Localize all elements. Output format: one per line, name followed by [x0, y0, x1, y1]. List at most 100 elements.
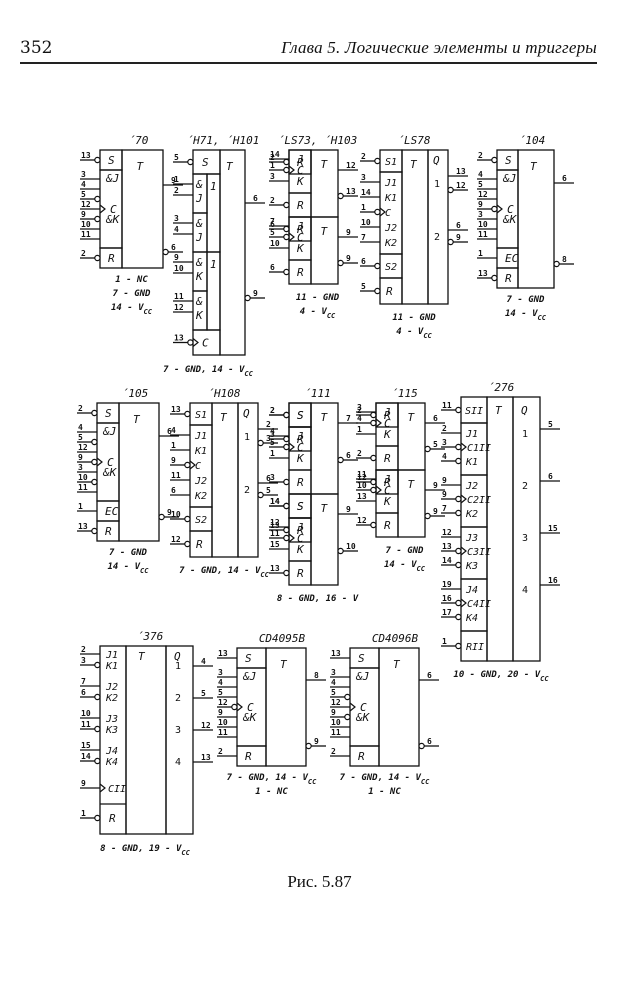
inversion-bubble-icon	[370, 521, 377, 529]
section-label: &J	[355, 670, 369, 683]
inversion-bubble-icon	[283, 526, 290, 534]
inversion-bubble-icon	[257, 439, 264, 447]
section-label: C	[297, 532, 304, 545]
clock-triangle-icon	[99, 783, 106, 793]
inversion-bubble-icon	[244, 294, 251, 302]
pin-number: 1	[357, 425, 362, 434]
pin-number: 3	[331, 668, 336, 677]
clock-triangle-icon	[96, 457, 103, 467]
pin-note: 7 - GND	[386, 546, 425, 556]
pin-number: 10	[357, 481, 367, 490]
core-block	[219, 149, 246, 356]
pin-number: 12	[171, 535, 181, 544]
section-label: K	[296, 543, 305, 556]
inversion-bubble-icon	[424, 445, 431, 453]
q-row: 4	[175, 757, 181, 768]
chip-title: CD4095B	[259, 632, 306, 645]
section-label: R	[384, 476, 391, 489]
pin-number: 9	[171, 456, 176, 465]
section-label: J	[383, 406, 391, 419]
section-label: R	[108, 252, 115, 265]
section-label: &J	[105, 172, 119, 185]
inversion-bubble-icon	[283, 443, 290, 451]
section-label: S	[297, 500, 304, 513]
pin-number: 10	[174, 264, 184, 273]
pin-number: 2	[357, 449, 362, 458]
inversion-bubble-icon	[370, 478, 377, 486]
pin-number: 13	[357, 492, 367, 501]
inversion-bubble-icon	[455, 599, 462, 607]
pin-number: 16	[442, 594, 452, 603]
clock-triangle-icon	[460, 546, 467, 556]
inversion-bubble-icon	[184, 461, 191, 469]
pin-number: 3	[442, 438, 447, 447]
pin-note: 4 - VCC	[300, 307, 336, 320]
core-block	[517, 149, 555, 289]
chip-title: ´276	[488, 381, 515, 394]
pin-note: 1 - NC	[115, 275, 148, 285]
section-label: S	[505, 154, 512, 167]
core-block	[401, 149, 429, 305]
inversion-bubble-icon	[283, 478, 290, 486]
pin-number: 12	[201, 721, 211, 730]
section-label: R	[386, 285, 393, 298]
pin-number: 1	[171, 441, 176, 450]
pin-number: 9	[174, 253, 179, 262]
pin-number: 2	[357, 406, 362, 415]
section-label: R	[384, 519, 391, 532]
pin-number: 7	[361, 233, 366, 242]
chip-title: ´H108	[207, 387, 240, 400]
pin-note: 4 - VCC	[396, 327, 432, 340]
pin-number: 10	[270, 239, 280, 248]
pin-number: 2	[218, 747, 223, 756]
inversion-bubble-icon	[455, 561, 462, 569]
inversion-bubble-icon	[187, 339, 194, 346]
pin-number: 11	[478, 230, 488, 239]
inversion-bubble-icon	[91, 409, 98, 417]
chip-276: ´27611SII2J13C1II4K1159J29C2II7K22612J31…	[441, 381, 560, 683]
pin-number: 2	[442, 424, 447, 433]
page-header: 352 Глава 5. Логические элементы и тригг…	[20, 38, 597, 64]
pin-number: 6	[456, 221, 461, 230]
inversion-bubble-icon	[257, 491, 264, 499]
clock-triangle-icon	[192, 338, 199, 347]
section-label: &J	[502, 172, 516, 185]
inversion-bubble-icon	[91, 438, 98, 446]
inversion-bubble-icon	[184, 515, 191, 523]
pin-number: 7	[442, 504, 447, 513]
inversion-bubble-icon	[424, 512, 431, 520]
section-label: &J	[242, 670, 256, 683]
q-row: 4	[522, 585, 528, 596]
pin-number: 5	[218, 688, 223, 697]
section-label: J1	[384, 178, 397, 189]
core-label: T	[321, 411, 329, 424]
pin-number: 9	[81, 779, 86, 788]
inversion-bubble-icon	[370, 419, 377, 427]
pin-number: 12	[357, 473, 367, 482]
clock-triangle-icon	[288, 442, 295, 452]
pin-number: 11	[218, 728, 228, 737]
pin-number: 4	[331, 678, 336, 687]
core-block	[310, 216, 339, 285]
pin-number: 12	[478, 190, 488, 199]
inversion-bubble-icon	[491, 205, 498, 213]
pin-number: 14	[361, 188, 371, 197]
section-label: S	[108, 154, 115, 167]
inversion-bubble-icon	[370, 411, 377, 419]
pin-number: 14	[270, 497, 280, 506]
pin-number: 12	[174, 303, 184, 312]
section-label: S	[105, 407, 112, 420]
pin-number: 12	[357, 516, 367, 525]
pin-number: 1	[442, 637, 447, 646]
section-label: &K	[355, 711, 371, 724]
pin-note: 14 - VCC	[505, 309, 547, 322]
pin-number: 2	[174, 186, 179, 195]
inversion-bubble-icon	[305, 742, 312, 750]
pin-number: 11	[81, 720, 91, 729]
or-label: 1	[210, 180, 217, 193]
pin-number: 13	[442, 542, 452, 551]
inversion-bubble-icon	[283, 411, 290, 419]
